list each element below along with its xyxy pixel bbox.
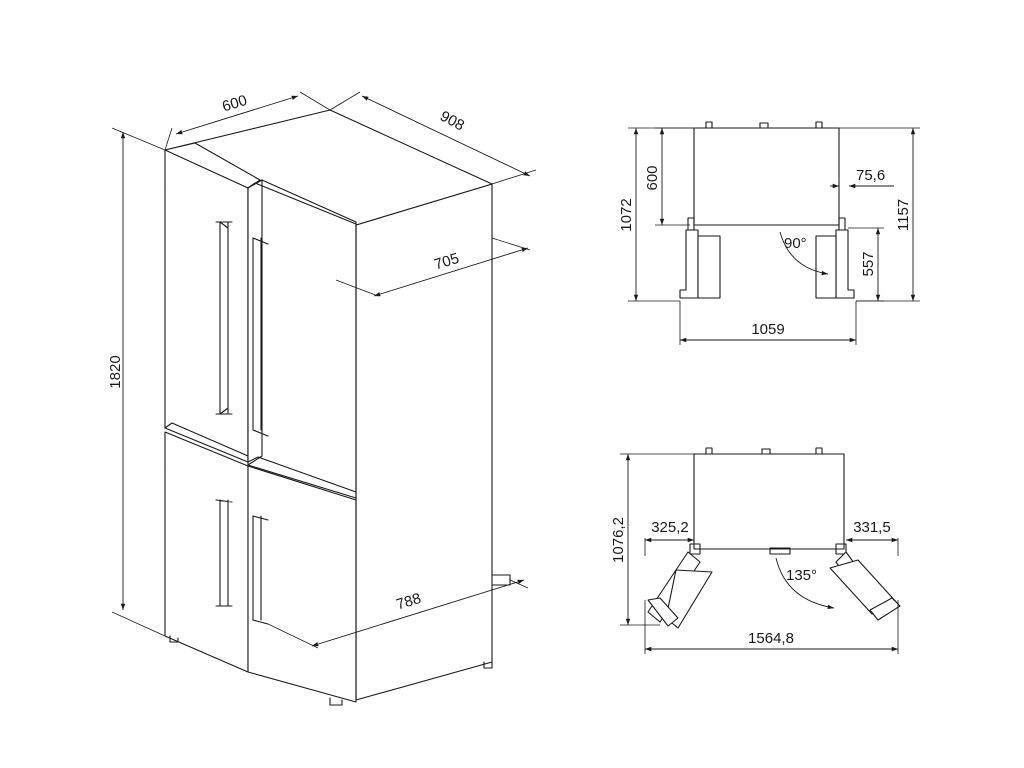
angle-135-label: 135° <box>786 567 817 584</box>
dim-plan90-open-width-label: 1059 <box>751 321 784 338</box>
plan-view-135-degrees: 135° 1076,2 325,2 331,5 1564,8 <box>610 447 901 654</box>
dim-plan135-left-offset: 325,2 <box>644 519 694 556</box>
left-door-open-90 <box>679 229 699 299</box>
dim-depth-open: 788 <box>267 579 529 649</box>
fridge-side-panel <box>355 183 493 701</box>
dim-plan90-total-depth-label: 1072 <box>618 198 635 231</box>
fridge-left-column-upper <box>164 149 249 463</box>
dim-plan135-total-depth-label: 1076,2 <box>610 517 627 563</box>
dim-depth-label: 908 <box>437 108 467 135</box>
right-door-open-90 <box>835 229 855 299</box>
dim-plan90-door-offset: 75,6 <box>830 167 894 189</box>
dim-depth-body-label: 705 <box>432 250 461 274</box>
dim-width: 600 <box>164 91 331 151</box>
dim-plan90-body-depth: 600 <box>644 127 694 226</box>
dim-plan90-total-depth: 1072 <box>618 127 694 302</box>
back-spacers-135 <box>705 447 823 455</box>
dim-plan135-left-offset-label: 325,2 <box>651 519 689 536</box>
dim-plan90-max-depth: 1157 <box>839 127 920 302</box>
dim-height: 1820 <box>107 127 166 637</box>
angle-90-label: 90° <box>784 235 807 252</box>
left-door-open-135 <box>647 551 713 629</box>
dim-plan90-body-depth-label: 600 <box>644 165 661 190</box>
angle-arc-90 <box>779 231 829 276</box>
fridge-left-column-lower <box>164 431 249 673</box>
dim-plan135-right-offset-label: 331,5 <box>853 519 891 536</box>
fridge-right-upper-door <box>247 179 357 499</box>
door-handles <box>215 221 269 625</box>
dim-plan135-open-width: 1564,8 <box>644 600 899 654</box>
door-thickness-lines <box>164 182 357 701</box>
dim-depth-open-label: 788 <box>394 590 423 614</box>
fridge-feet <box>169 635 493 706</box>
dim-plan90-door-depth-label: 557 <box>860 251 877 276</box>
fridge-body-plan-90 <box>693 127 840 226</box>
dim-depth-body: 705 <box>335 237 531 297</box>
right-door-open-135 <box>829 551 901 621</box>
fridge-right-upper-door-edge <box>247 179 263 466</box>
dim-plan135-total-depth: 1076,2 <box>610 453 694 626</box>
right-door-bin-90 <box>815 235 837 299</box>
fridge-isometric-view: 1820 600 908 705 788 <box>107 91 537 706</box>
angle-arc-135 <box>775 557 835 610</box>
dim-plan90-open-width: 1059 <box>679 301 857 345</box>
back-spacers-90 <box>705 121 823 129</box>
dim-plan90-max-depth-label: 1157 <box>895 199 912 231</box>
dim-plan90-door-offset-label: 75,6 <box>856 167 885 184</box>
fridge-body-plan-135 <box>693 453 845 550</box>
dim-width-label: 600 <box>220 92 249 116</box>
water-connection <box>491 574 511 586</box>
left-door-bin-90 <box>697 235 721 299</box>
dim-plan90-door-depth: 557 <box>848 227 884 302</box>
plan-view-90-degrees: 90° 600 1072 1157 557 <box>618 121 920 345</box>
dim-plan135-open-width-label: 1564,8 <box>748 630 794 647</box>
dim-height-label: 1820 <box>107 355 124 388</box>
fridge-right-lower-door <box>247 465 357 703</box>
dim-plan135-right-offset: 331,5 <box>846 519 899 556</box>
